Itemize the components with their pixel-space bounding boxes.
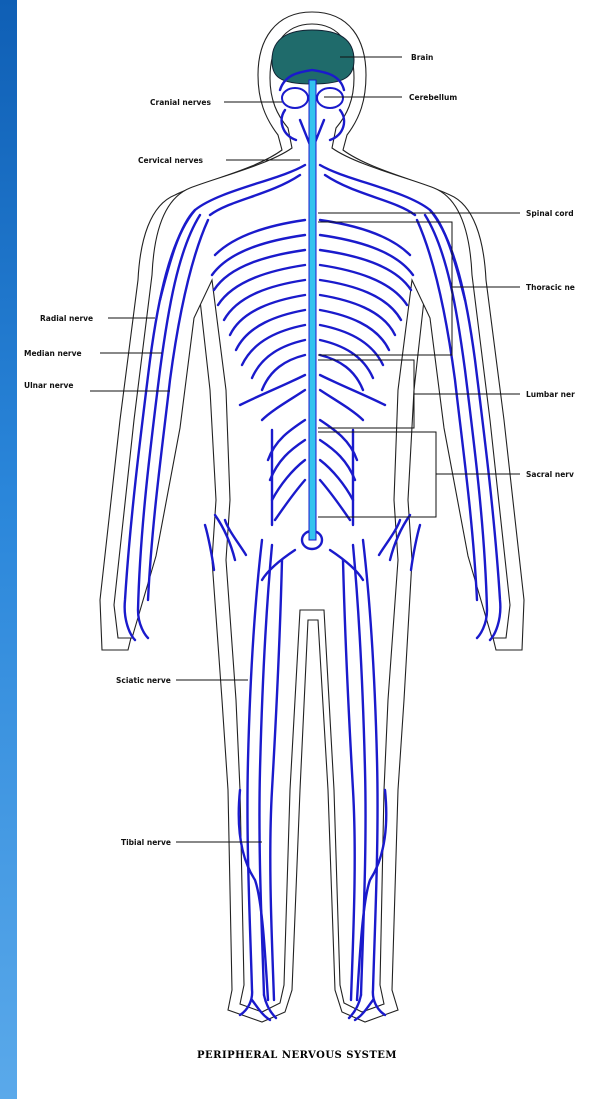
label-sciatic-nerve: Sciatic nerve — [116, 677, 171, 685]
label-thoracic-nerves: Thoracic ne — [526, 284, 575, 292]
cerebellum-shape — [282, 88, 308, 108]
spinal-cord-shape — [309, 80, 316, 540]
label-brain: Brain — [411, 54, 433, 62]
label-median-nerve: Median nerve — [24, 350, 82, 358]
label-radial-nerve: Radial nerve — [40, 315, 93, 323]
label-lumbar-nerves: Lumbar ner — [526, 391, 575, 399]
label-tibial-nerve: Tibial nerve — [121, 839, 171, 847]
label-cerebellum: Cerebellum — [409, 94, 457, 102]
cerebellum-shape-right — [317, 88, 343, 108]
label-spinal-cord: Spinal cord — [526, 210, 574, 218]
label-ulnar-nerve: Ulnar nerve — [24, 382, 73, 390]
label-cranial-nerves: Cranial nerves — [150, 99, 211, 107]
label-cervical-nerves: Cervical nerves — [138, 157, 203, 165]
diagram-caption: PERIPHERAL NERVOUS SYSTEM — [0, 1050, 594, 1061]
label-sacral-nerves: Sacral nerv — [526, 471, 574, 479]
